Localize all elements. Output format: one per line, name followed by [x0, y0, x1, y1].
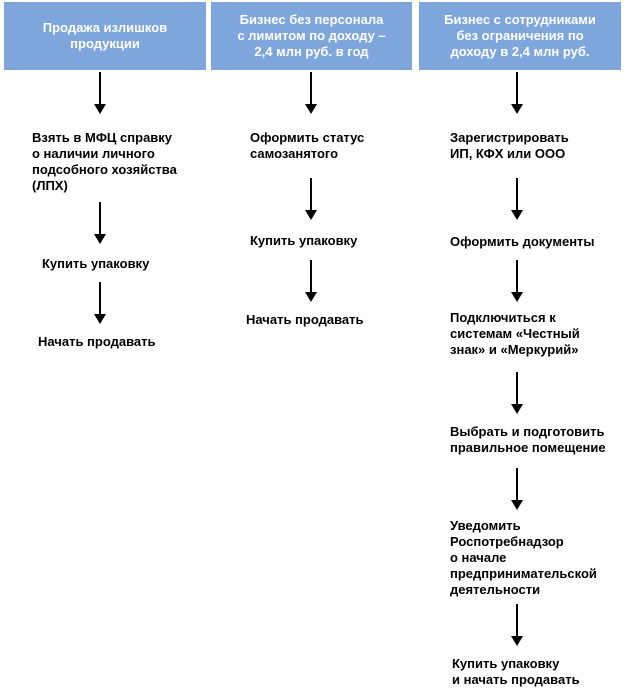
- column-2-step-3: Начать продавать: [246, 312, 364, 327]
- arrow-down-icon: [511, 468, 523, 510]
- column-3-step-3: Подключиться к системам «Честный знак» и…: [450, 310, 580, 357]
- arrow-down-icon: [511, 72, 523, 114]
- column-3-step-4: Выбрать и подготовить правильное помещен…: [450, 424, 606, 455]
- column-3-step-6: Купить упаковку и начать продавать: [452, 656, 580, 687]
- arrow-down-icon: [305, 178, 317, 220]
- column-1-step-2: Купить упаковку: [42, 256, 150, 271]
- arrow-down-icon: [305, 260, 317, 302]
- arrow-down-icon: [511, 260, 523, 302]
- column-3-header: Бизнес с сотрудниками без ограничения по…: [419, 2, 621, 70]
- column-3-step-2: Оформить документы: [450, 234, 595, 249]
- column-2-step-1: Оформить статус самозанятого: [250, 130, 365, 161]
- arrow-down-icon: [94, 202, 106, 244]
- column-2-header: Бизнес без персонала с лимитом по доходу…: [211, 2, 412, 70]
- column-1-step-3: Начать продавать: [38, 334, 156, 349]
- arrow-down-icon: [305, 72, 317, 114]
- arrow-down-icon: [511, 372, 523, 414]
- arrow-down-icon: [511, 178, 523, 220]
- column-1-step-1: Взять в МФЦ справку о наличии личного по…: [32, 130, 177, 193]
- column-1-header: Продажа излишков продукции: [4, 2, 206, 70]
- column-2-step-2: Купить упаковку: [250, 233, 358, 248]
- column-3-step-5: Уведомить Роспотребнадзор о начале предп…: [450, 518, 597, 597]
- arrow-down-icon: [94, 282, 106, 324]
- arrow-down-icon: [511, 604, 523, 646]
- column-3-step-1: Зарегистрировать ИП, КФХ или ООО: [450, 130, 569, 161]
- arrow-down-icon: [94, 72, 106, 114]
